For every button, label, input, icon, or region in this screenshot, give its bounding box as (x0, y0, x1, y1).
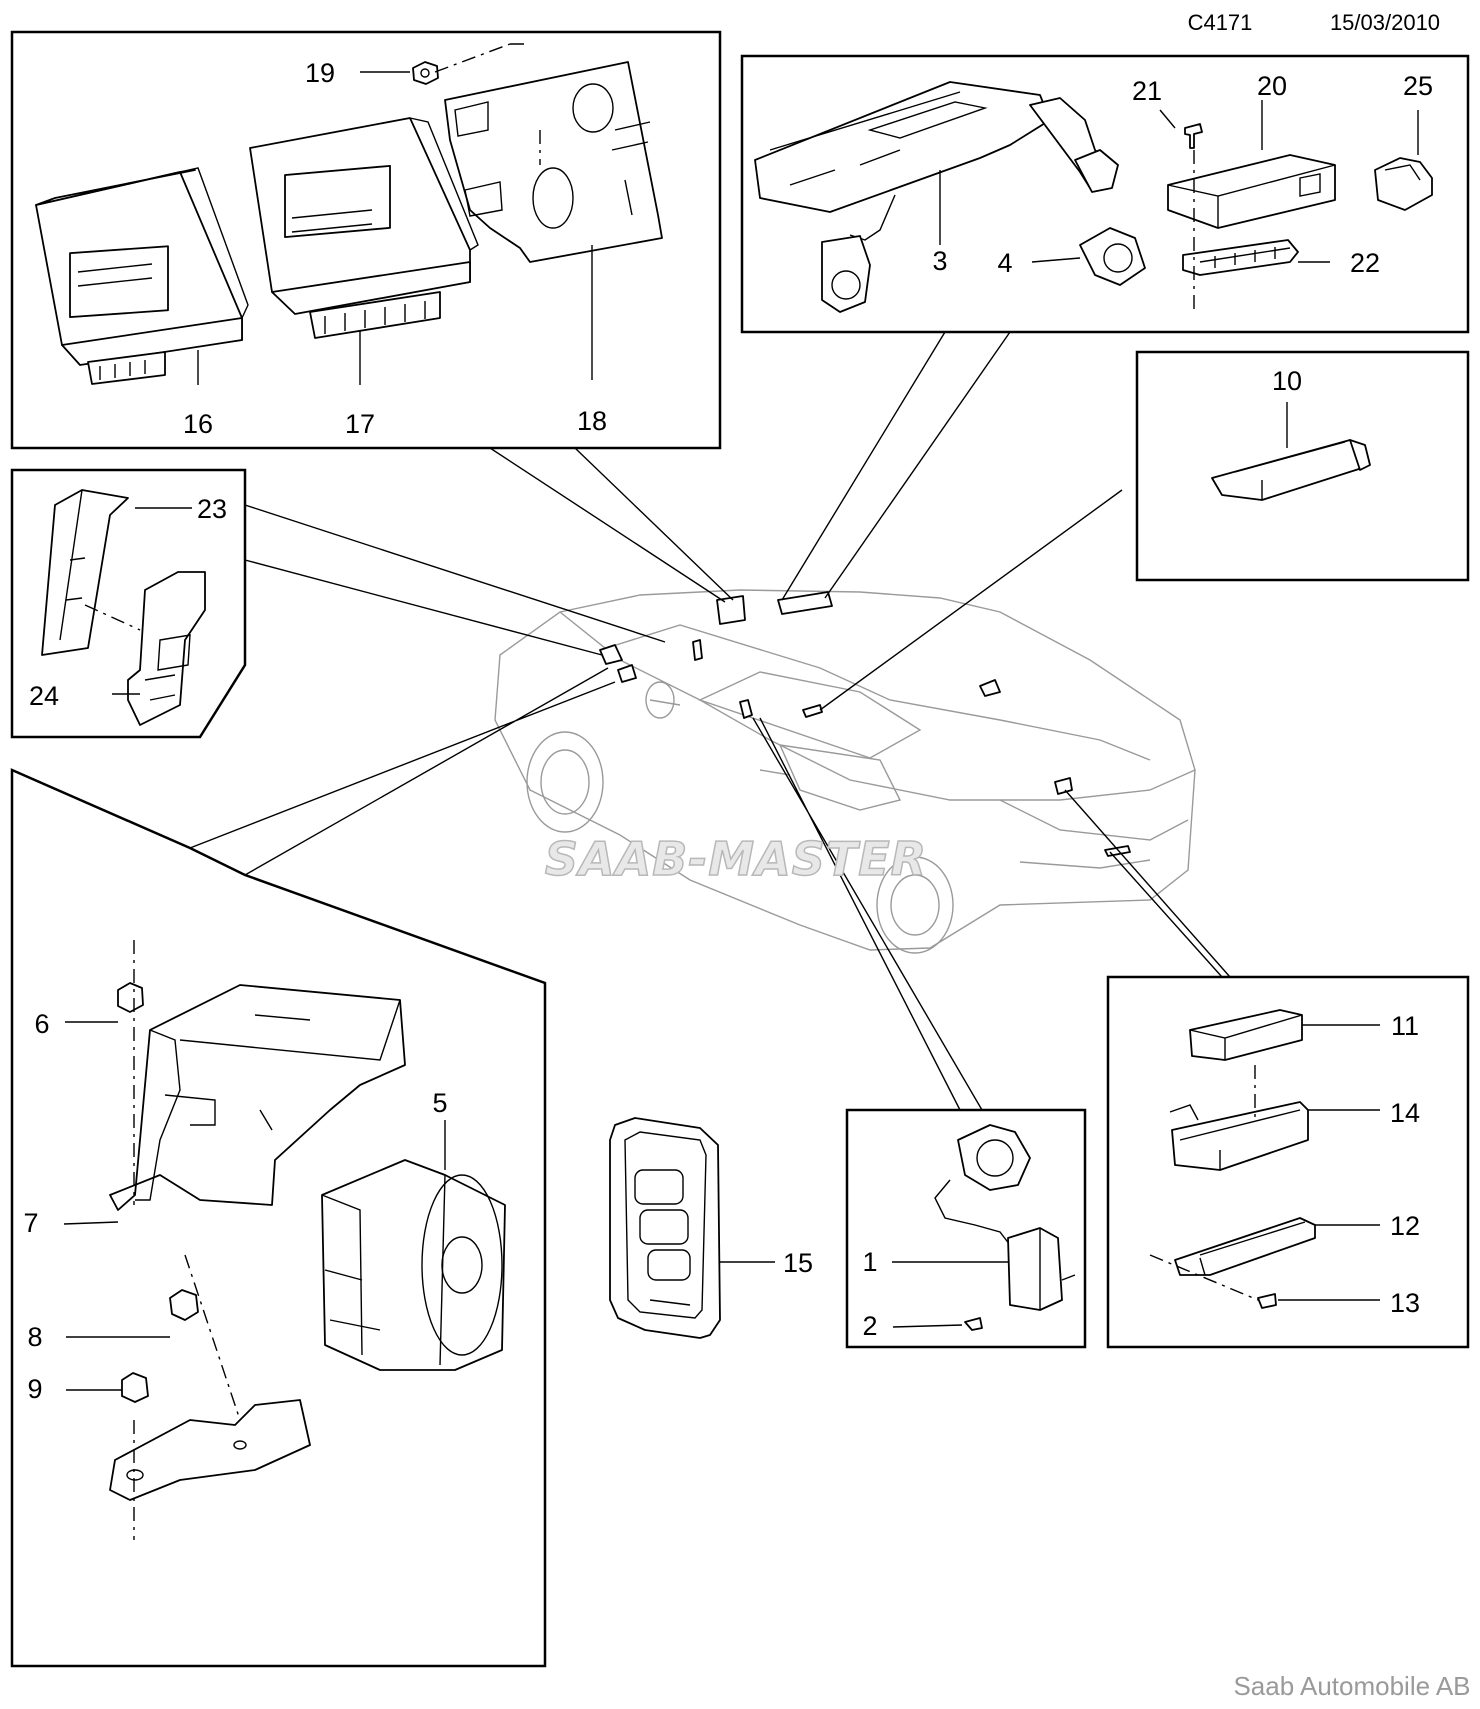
part-6-nut (117, 982, 144, 1013)
callout-5: 5 (432, 1088, 447, 1118)
part-1-antenna (934, 1124, 1076, 1311)
detail-box-roof-module (740, 54, 1470, 334)
callout-8: 8 (27, 1322, 42, 1352)
callout-25: 25 (1403, 71, 1433, 101)
part-16-control-module (35, 167, 249, 385)
detail-box-rear-antenna (1106, 975, 1470, 1349)
callout-1: 1 (862, 1247, 877, 1277)
part-14-holder (1169, 1101, 1309, 1171)
callout-9: 9 (27, 1374, 42, 1404)
detail-box-control-modules (10, 30, 722, 450)
part-17-control-module (249, 117, 479, 339)
part-22-bracket (1182, 239, 1299, 276)
callout-11: 11 (1391, 1011, 1419, 1041)
callout-7: 7 (23, 1208, 38, 1238)
detail-box-bracket (10, 468, 247, 739)
part-10-sensor (1211, 439, 1371, 501)
callout-10: 10 (1272, 366, 1302, 396)
part-19-nut (412, 61, 439, 85)
part-2-screw (964, 1317, 983, 1331)
callout-13: 13 (1390, 1288, 1420, 1318)
part-siren-lower-bracket (109, 1399, 311, 1501)
detail-box-sensor (1135, 350, 1470, 582)
callout-4: 4 (997, 248, 1012, 278)
part-21-screw (1184, 123, 1203, 149)
footer-company: Saab Automobile AB (1233, 1671, 1470, 1701)
callout-3: 3 (932, 246, 947, 276)
diagram-date: 15/03/2010 (1330, 10, 1440, 35)
part-25-connector (1374, 157, 1433, 211)
callout-21: 21 (1132, 76, 1162, 106)
part-9-nut (121, 1372, 149, 1403)
part-4-connector (1079, 227, 1146, 286)
callout-17: 17 (345, 409, 375, 439)
part-20-module (1167, 154, 1336, 229)
callout-22: 22 (1350, 248, 1380, 278)
part-12-antenna (1174, 1217, 1316, 1276)
callout-20: 20 (1257, 71, 1287, 101)
part-3-roof-module (754, 81, 1119, 313)
part-23-module (41, 489, 129, 656)
callout-15: 15 (783, 1248, 813, 1278)
callout-16: 16 (183, 409, 213, 439)
part-11-antenna (1189, 1009, 1303, 1061)
callout-6: 6 (34, 1009, 49, 1039)
callout-23: 23 (197, 494, 227, 524)
part-5-siren (321, 1159, 506, 1371)
part-13-screw (1257, 1293, 1277, 1309)
callout-2: 2 (862, 1311, 877, 1341)
part-15-key-fob (609, 1117, 721, 1339)
callout-18: 18 (577, 406, 607, 436)
callout-24: 24 (29, 681, 59, 711)
part-24-bracket (127, 571, 206, 726)
car-illustration (494, 589, 1196, 954)
part-18-bracket (444, 61, 663, 263)
callout-12: 12 (1390, 1211, 1420, 1241)
diagram-code: C4171 (1188, 10, 1253, 35)
callout-14: 14 (1390, 1098, 1420, 1128)
part-8-nut (169, 1289, 199, 1321)
callout-19: 19 (305, 58, 335, 88)
detail-box-antenna (845, 1108, 1087, 1349)
part-7-siren-bracket (109, 984, 406, 1211)
watermark: SAAB-MASTER (545, 832, 927, 886)
